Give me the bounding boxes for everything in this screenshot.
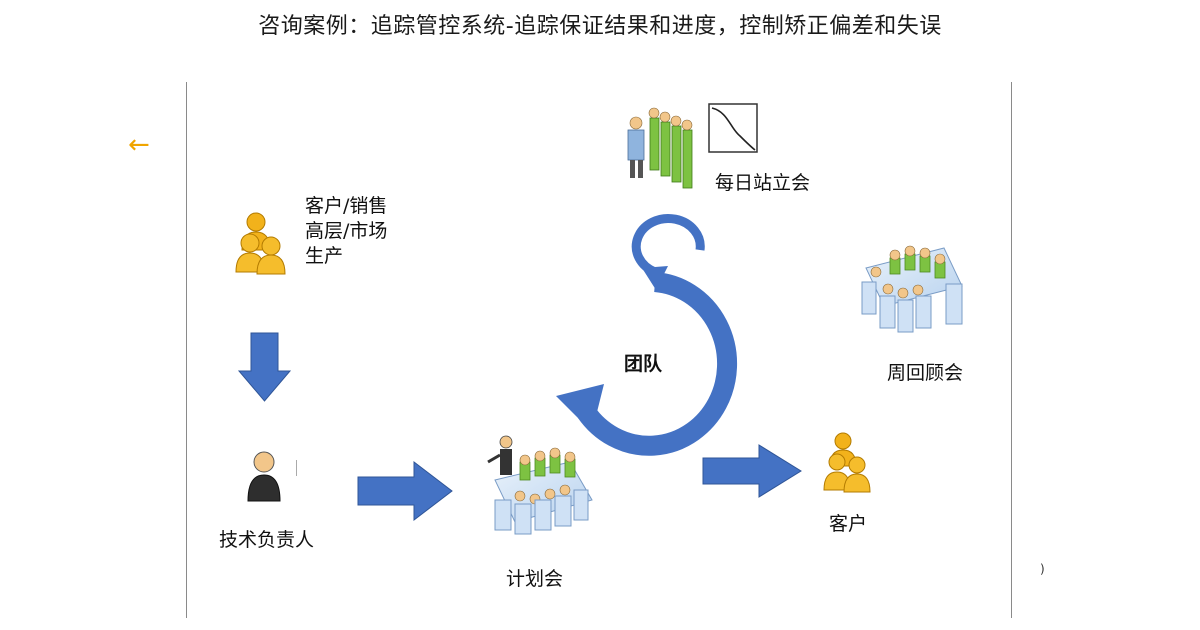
team-cycle-arrow-icon	[556, 272, 738, 456]
daily-loop-arrow-icon	[631, 214, 705, 290]
tech-lead-label: 技术负责人	[219, 529, 315, 551]
left-divider	[186, 82, 187, 618]
stakeholder-group-icon	[235, 212, 286, 275]
stakeholders-line: 客户/销售	[305, 195, 388, 217]
divider-tick	[296, 460, 297, 476]
tech-lead-person-icon	[247, 451, 281, 502]
right-divider	[1011, 82, 1012, 618]
team-label: 团队	[624, 353, 663, 375]
burndown-chart-icon	[708, 103, 758, 153]
right-arrow-icon	[702, 444, 802, 498]
planning-meeting-label: 计划会	[506, 568, 564, 590]
customer-group-icon	[823, 432, 871, 493]
left-arrow-icon[interactable]: ←	[128, 130, 150, 160]
stakeholders-label: 客户/销售 高层/市场 生产	[305, 194, 387, 269]
customer-label: 客户	[829, 513, 868, 535]
down-arrow-icon	[237, 332, 292, 402]
weekly-review-meeting-icon	[861, 245, 963, 333]
stray-mark: )	[1040, 562, 1045, 576]
planning-meeting-icon	[487, 435, 593, 535]
weekly-review-label: 周回顾会	[887, 362, 964, 384]
stakeholders-line: 高层/市场	[305, 220, 388, 242]
daily-standup-group-icon	[627, 107, 693, 189]
daily-standup-label: 每日站立会	[715, 172, 811, 194]
stakeholders-line: 生产	[305, 245, 344, 267]
page-title: 咨询案例：追踪管控系统-追踪保证结果和进度，控制矫正偏差和失误	[258, 14, 942, 39]
right-arrow-icon	[357, 460, 453, 522]
